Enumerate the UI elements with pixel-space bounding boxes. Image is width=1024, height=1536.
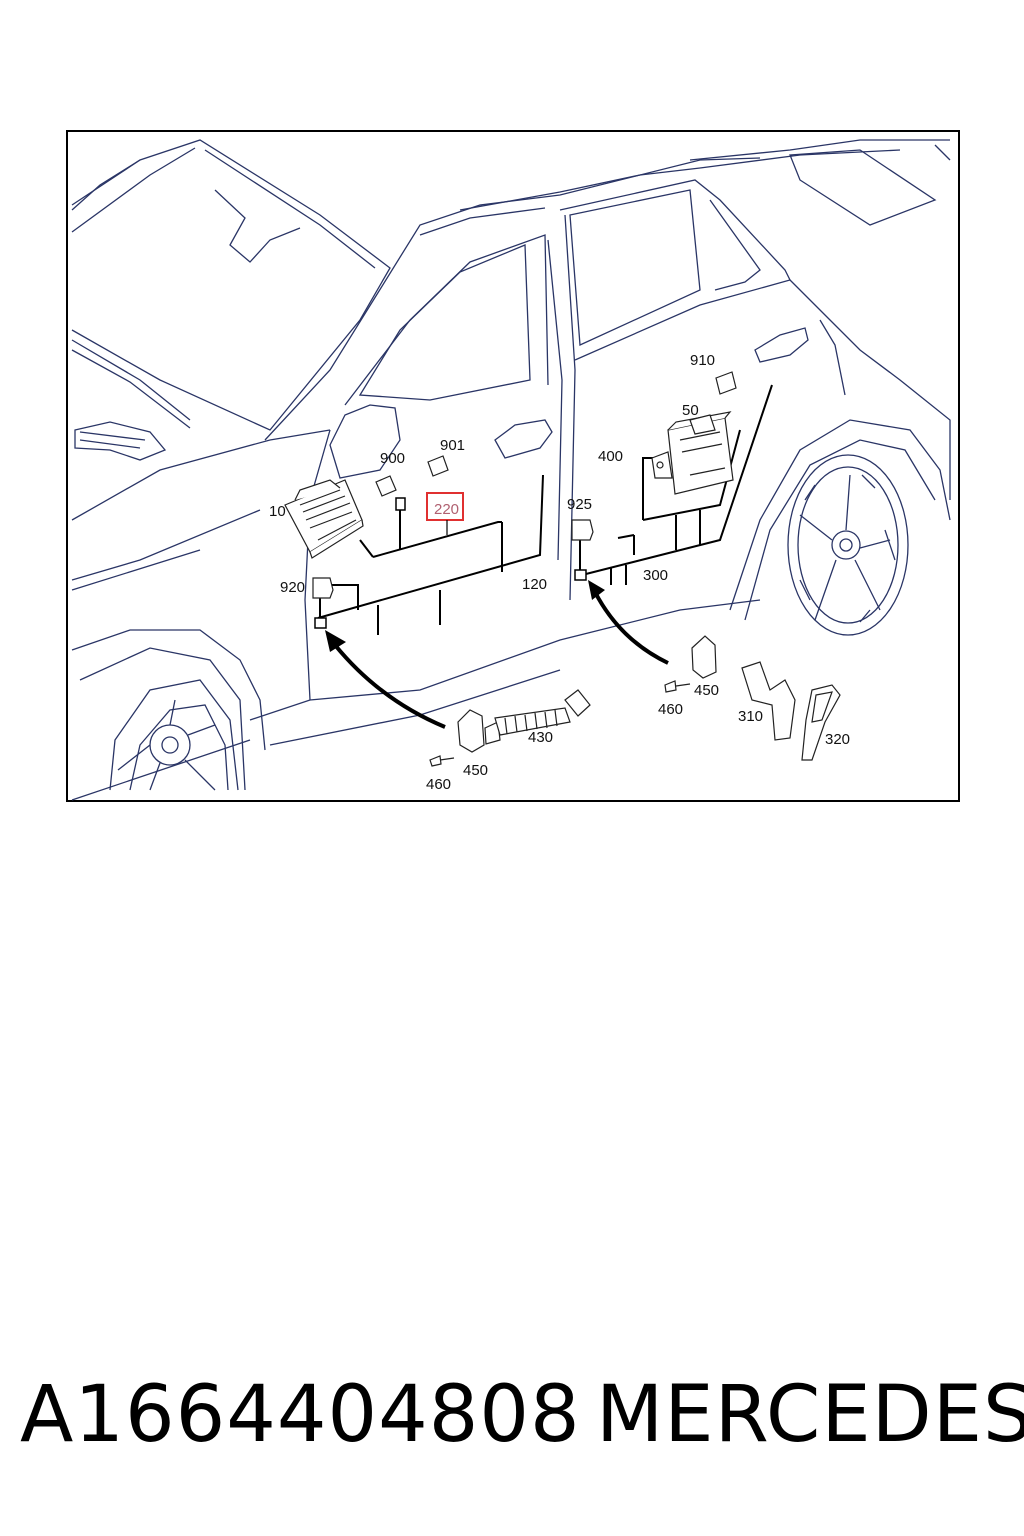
label-430: 430	[528, 729, 553, 746]
label-400: 400	[598, 448, 623, 465]
brand-name: MERCEDES	[596, 1370, 1024, 1460]
highlight-box-220	[426, 492, 464, 521]
diagram-frame	[66, 130, 960, 802]
label-920: 920	[280, 579, 305, 596]
label-460-rear: 460	[658, 701, 683, 718]
label-50: 50	[682, 402, 699, 419]
control-module-400	[651, 411, 734, 495]
small-connectors	[312, 371, 737, 599]
label-901: 901	[440, 437, 465, 454]
connector-900	[395, 497, 406, 511]
arrow-head-front	[325, 630, 346, 652]
label-120: 120	[522, 576, 547, 593]
label-460-front: 460	[426, 776, 451, 793]
mount-parts-front	[429, 689, 591, 767]
label-300: 300	[643, 567, 668, 584]
arrows	[333, 591, 669, 729]
label-310: 310	[738, 708, 763, 725]
arrow-head-rear	[588, 580, 605, 600]
label-900: 900	[380, 450, 405, 467]
control-module-10	[284, 479, 364, 559]
label-925: 925	[567, 496, 592, 513]
connector-front	[314, 617, 327, 629]
part-number: A1664404808	[20, 1370, 581, 1460]
label-10: 10	[269, 503, 286, 520]
label-450-rear: 450	[694, 682, 719, 699]
part-labels: 10 50 120 220 300 310 320 400 430 450 45…	[269, 352, 850, 793]
label-910: 910	[690, 352, 715, 369]
label-320: 320	[825, 731, 850, 748]
label-220: 220	[434, 501, 459, 518]
connector-rear	[574, 569, 587, 581]
mount-parts-rear	[664, 635, 841, 761]
label-450-front: 450	[463, 762, 488, 779]
